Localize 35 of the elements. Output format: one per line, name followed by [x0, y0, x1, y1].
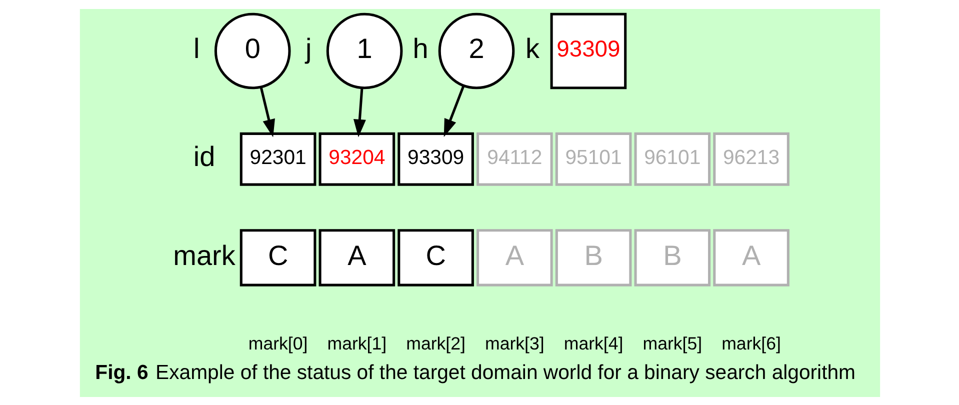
- label: mark[5]: [642, 333, 702, 354]
- arrow: [259, 86, 274, 137]
- node-box: B: [554, 228, 632, 286]
- node-box: A: [712, 228, 789, 286]
- node-label: j: [304, 32, 312, 64]
- arrow: [443, 84, 464, 136]
- node-box: 92301: [239, 132, 316, 186]
- node-label: l: [193, 32, 200, 64]
- label: mark[2]: [406, 333, 465, 354]
- label: mark[4]: [563, 333, 623, 354]
- label: mark: [172, 239, 235, 270]
- node-box: 93309: [397, 132, 474, 186]
- node-box: C: [397, 228, 474, 286]
- node-box: 93204: [318, 132, 395, 186]
- caption: Fig. 6 Example of the status of the target domain world for a binary search algorithm: [94, 361, 855, 384]
- node-box: B: [634, 228, 710, 286]
- node-circle: 1: [326, 12, 402, 89]
- node-box: A: [476, 228, 552, 286]
- node-box: 96213: [712, 132, 789, 186]
- node-box: 96101: [634, 132, 710, 186]
- node-label: k: [524, 32, 539, 64]
- node-box: 93309: [550, 12, 626, 89]
- node-box: C: [239, 228, 316, 286]
- node-circle: 0: [214, 12, 290, 89]
- label: mark[1]: [326, 333, 386, 354]
- node-label: h: [412, 32, 428, 64]
- node-box: 95101: [554, 132, 632, 186]
- node-box: 94112: [476, 132, 552, 186]
- label: mark[3]: [484, 333, 544, 354]
- label: id: [192, 140, 215, 172]
- arrow: [352, 87, 366, 137]
- label: mark[0]: [248, 333, 308, 354]
- node-circle: 2: [438, 12, 514, 89]
- node-box: A: [318, 228, 395, 286]
- label: mark[6]: [721, 333, 780, 354]
